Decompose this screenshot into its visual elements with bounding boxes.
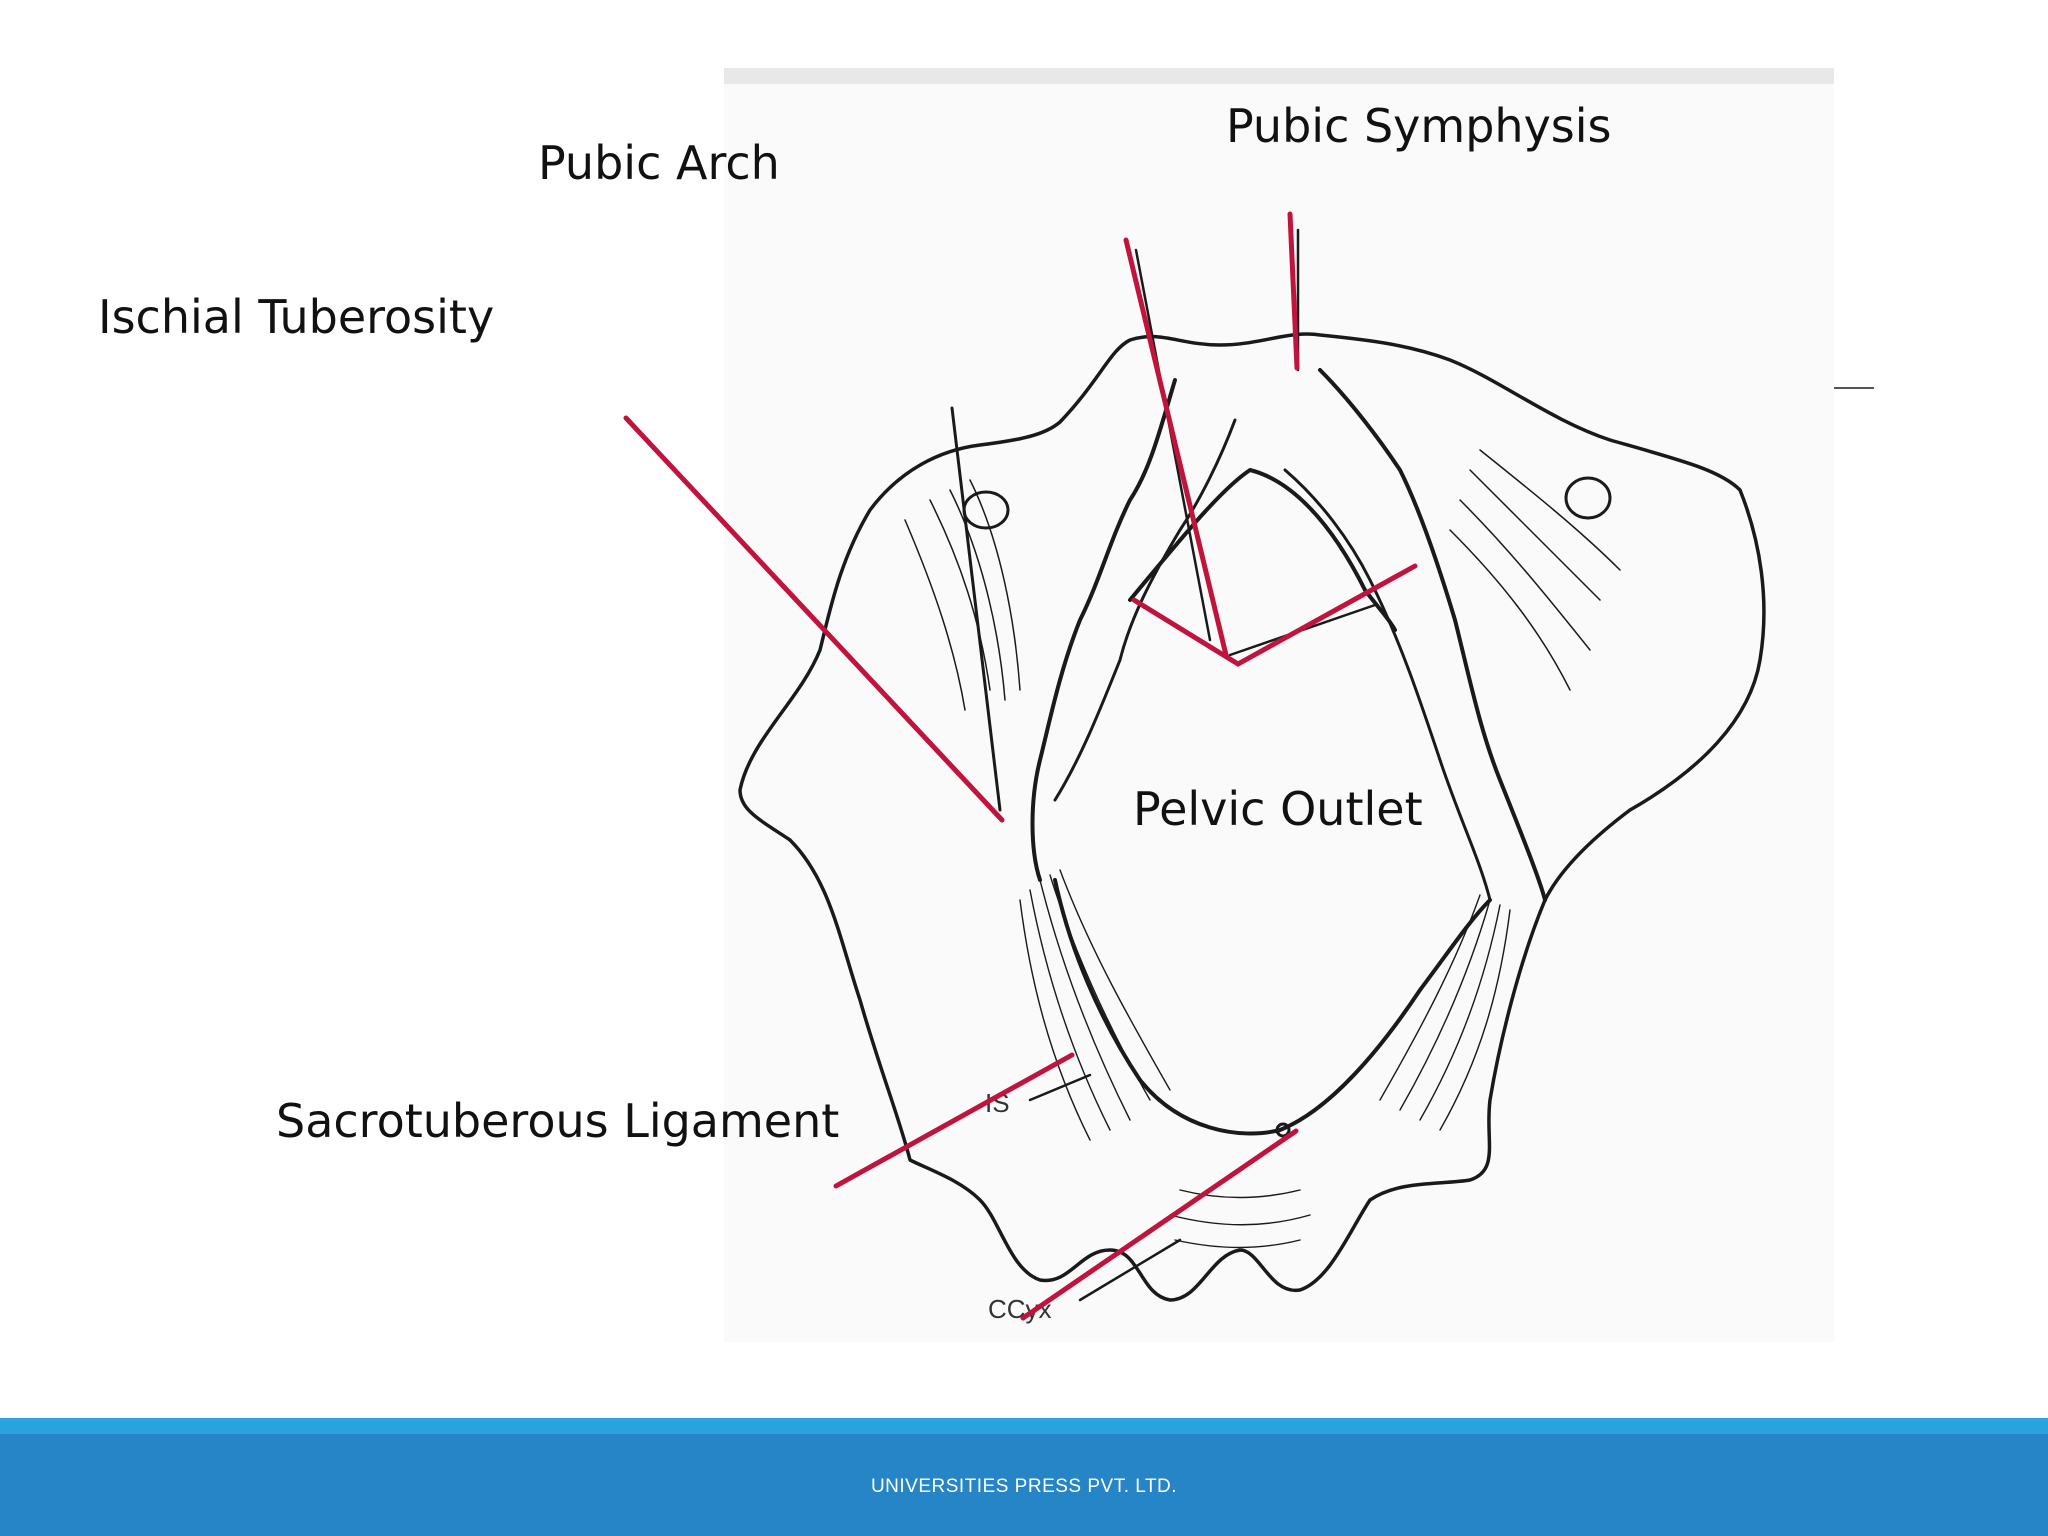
scan-background	[724, 68, 1834, 1342]
right-ligament-fibers	[1379, 894, 1511, 1131]
original-leader-line	[950, 406, 1002, 812]
right-foramen	[1564, 476, 1612, 520]
footer-bar	[0, 1434, 2048, 1536]
pelvis-outline	[738, 228, 1766, 1302]
label-pubic-arch: Pubic Arch	[538, 136, 780, 190]
right-pubic-ramus-inner	[1283, 468, 1492, 902]
left-ligament-fibers	[1019, 869, 1171, 1141]
leader-pelvic-outlet-angle	[1131, 563, 1418, 667]
leader-pubic-symphysis	[1287, 211, 1300, 371]
right-ala-shading	[1449, 449, 1621, 691]
leader-sacrotuberous	[833, 1052, 1075, 1189]
leader-pubic-arch	[1123, 237, 1229, 658]
red-leader-lines	[623, 211, 1418, 1321]
label-pubic-symphysis: Pubic Symphysis	[1226, 99, 1612, 153]
leader-coccyx	[1020, 1128, 1299, 1321]
scan-top-strip	[724, 68, 1834, 84]
original-leader-line-5	[1028, 1073, 1092, 1102]
label-pelvic-outlet: Pelvic Outlet	[1133, 782, 1423, 836]
pelvis-outer-contour	[738, 332, 1766, 1302]
right-pubic-ramus	[1318, 368, 1547, 902]
pelvic-outlet-inner	[1053, 878, 1492, 1136]
footer-stripe	[0, 1418, 2048, 1434]
coccyx-shading	[1169, 1189, 1311, 1249]
label-sacrotuberous-ligament: Sacrotuberous Ligament	[276, 1094, 840, 1148]
original-leader-line-6	[1078, 1238, 1182, 1302]
footer-publisher: UNIVERSITIES PRESS PVT. LTD.	[870, 1476, 1178, 1497]
scan-fragment-ccyx: CCyx	[988, 1294, 1052, 1324]
leader-ischial-tuberosity	[623, 415, 1005, 823]
coccyx-tip	[1275, 1122, 1291, 1138]
left-pubic-ramus	[1030, 378, 1177, 882]
label-ischial-tuberosity: Ischial Tuberosity	[98, 290, 495, 344]
left-ala-shading	[904, 479, 1021, 711]
